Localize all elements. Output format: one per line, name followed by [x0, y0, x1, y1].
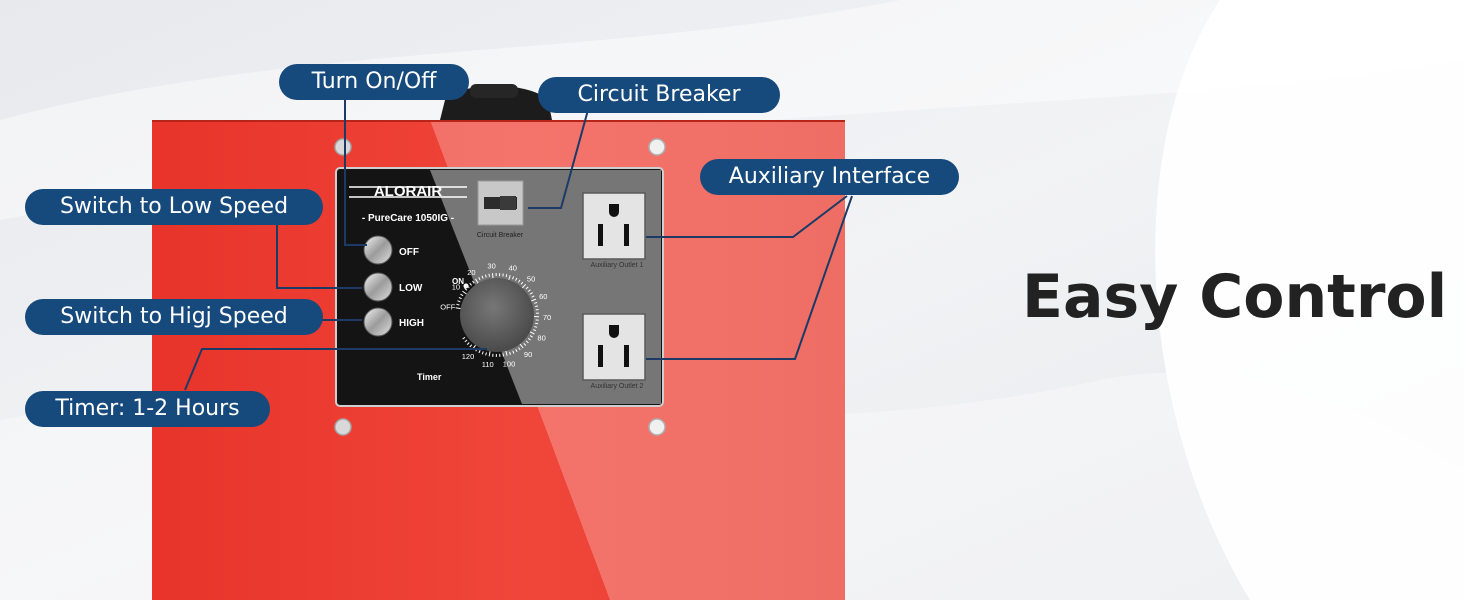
dial-tick — [488, 273, 490, 277]
panel-model: - PureCare 1050IG - — [362, 213, 454, 224]
callout-switch-low: Switch to Low Speed — [25, 189, 323, 225]
callout-timer: Timer: 1-2 Hours — [25, 391, 270, 427]
dial-tick — [485, 352, 487, 356]
dial-mark: 80 — [537, 334, 545, 343]
callout-switch-high: Switch to Higj Speed — [25, 299, 323, 335]
dial-mark: OFF — [440, 302, 455, 311]
dial-tick — [529, 292, 533, 295]
dial-tick — [512, 350, 515, 354]
dial-mark: 40 — [509, 264, 517, 273]
dial-tick — [521, 283, 527, 289]
callout-circuit-breaker: Circuit Breaker — [538, 77, 780, 113]
dial-tick — [484, 274, 487, 278]
dial-tick — [469, 344, 473, 348]
dial-on-label: ON — [452, 277, 464, 286]
dial-tick — [523, 342, 527, 346]
dial-tick — [512, 276, 515, 280]
dial-tick — [462, 336, 466, 340]
top-power-knob — [440, 86, 552, 120]
dial-tick — [457, 300, 461, 303]
dial-mark: 30 — [487, 261, 495, 270]
outlet1-label: Auxiliary Outlet 1 — [591, 262, 644, 269]
dial-tick — [492, 273, 494, 279]
button-knob-icon — [363, 235, 393, 337]
timer-dial-icon — [455, 272, 540, 358]
dial-tick — [527, 337, 531, 341]
dial-mark: 10 — [452, 283, 460, 292]
dial-tick — [531, 298, 537, 302]
dial-tick — [475, 278, 479, 284]
headline: Easy Control — [1022, 262, 1448, 332]
screw-icon — [334, 138, 666, 436]
leader-lines — [184, 98, 853, 391]
dial-tick — [533, 329, 537, 332]
dial-tick — [472, 280, 475, 284]
callout-turn-on-off: Turn On/Off — [279, 64, 469, 100]
dial-tick — [515, 348, 518, 353]
dial-tick — [520, 281, 524, 285]
dial-tick — [505, 350, 508, 356]
outlet-icon — [582, 192, 646, 260]
dial-tick — [515, 277, 518, 281]
dial-tick — [517, 279, 521, 283]
timer-label: Timer — [417, 372, 442, 382]
dial-tick — [525, 340, 529, 344]
dial-tick — [505, 274, 508, 278]
dial-tick — [527, 289, 531, 292]
dial-tick — [481, 351, 484, 355]
dial-mark: 120 — [462, 352, 475, 361]
dial-mark: 60 — [539, 292, 547, 301]
outlet-icon — [582, 313, 646, 381]
dial-mark: 70 — [543, 313, 551, 322]
button-label-low: LOW — [399, 283, 423, 294]
dial-tick — [519, 343, 524, 349]
outlet2-label: Auxiliary Outlet 2 — [591, 383, 644, 390]
dial-tick — [502, 273, 504, 277]
dial-tick — [478, 276, 481, 281]
dial-mark: 110 — [482, 360, 494, 369]
dial-tick — [464, 339, 468, 343]
dial-mark: 20 — [467, 268, 475, 277]
dial-tick — [535, 322, 539, 325]
dial-tick — [529, 331, 535, 335]
dial-tick — [518, 347, 521, 351]
dial-tick — [534, 302, 538, 304]
dial-tick — [464, 287, 468, 291]
breaker-label: Circuit Breaker — [477, 232, 524, 239]
dial-tick — [525, 286, 529, 290]
dial-tick — [462, 290, 467, 295]
button-label-high: HIGH — [399, 318, 424, 329]
dial-tick — [534, 305, 539, 308]
dial-tick — [508, 275, 511, 281]
dial-tick — [481, 275, 484, 279]
dial-mark: 90 — [524, 350, 532, 359]
dial-tick — [455, 307, 461, 310]
dial-tick — [529, 335, 533, 338]
dial-tick — [458, 296, 462, 300]
dial-tick — [466, 342, 470, 345]
dial-tick — [531, 295, 535, 298]
button-label-off: OFF — [399, 247, 419, 258]
dial-mark: 100 — [503, 360, 516, 369]
callout-auxiliary-interface: Auxiliary Interface — [700, 159, 959, 195]
dial-tick — [502, 353, 504, 357]
dial-tick — [469, 282, 472, 286]
dial-mark: 50 — [527, 275, 535, 284]
dial-tick — [478, 349, 481, 354]
dial-tick — [460, 293, 464, 297]
dial-tick — [534, 326, 538, 328]
dial-tick — [488, 351, 491, 357]
dial-tick — [509, 351, 511, 355]
panel-brand: ALORAIR — [374, 183, 442, 200]
dial-tick — [456, 303, 460, 306]
